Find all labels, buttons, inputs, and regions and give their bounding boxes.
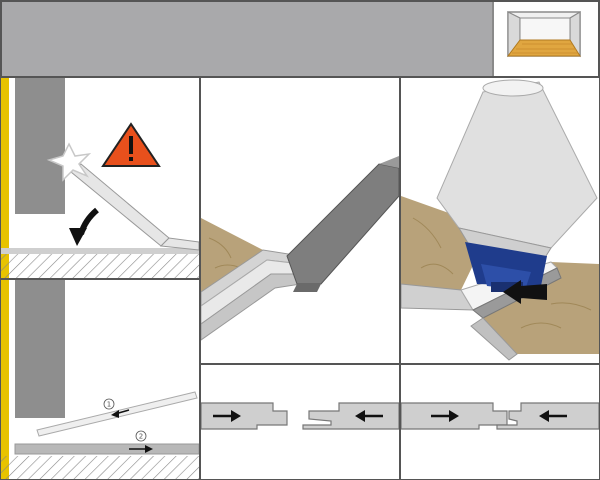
- arrow-left-icon: [111, 409, 130, 418]
- step-profile-push-right-panel: [401, 365, 599, 479]
- plank-profile-left: [201, 402, 288, 430]
- tool-head: [465, 242, 547, 292]
- floor-plank-flat: [14, 443, 199, 455]
- wood-plank-right: [483, 262, 599, 354]
- room-thumbnail: [492, 0, 600, 76]
- wood-plank-left: [401, 196, 491, 290]
- wall-edge-strip: [1, 280, 9, 479]
- floor-plank-angled: [286, 156, 399, 292]
- push-arrow-icon: [503, 280, 547, 304]
- subfloor-hatch: [1, 456, 199, 479]
- arrow-right-icon: [431, 410, 459, 422]
- floor-plank-angled: [70, 163, 199, 251]
- step-tap-insert-panel: [401, 78, 599, 363]
- step-profile-push-left-panel: [201, 365, 399, 479]
- plank-profile-right: [302, 402, 399, 430]
- wall: [15, 78, 65, 214]
- curved-arrow-icon: [69, 207, 99, 246]
- arrow-left-icon: [539, 410, 567, 422]
- step-angle-insert-panel: [201, 78, 399, 363]
- step-marker-2: 2: [135, 430, 147, 442]
- svg-text:2: 2: [139, 433, 143, 441]
- tapping-tool: [436, 79, 598, 292]
- step-remove-angle-panel: [1, 78, 199, 278]
- arrow-right-icon: [129, 445, 153, 453]
- header-bar: [0, 0, 492, 78]
- wall-edge-strip: [1, 78, 9, 278]
- warning-triangle-icon: [101, 122, 161, 167]
- step-marker-1: 1: [103, 398, 115, 410]
- wall: [15, 280, 65, 418]
- svg-text:1: 1: [107, 401, 111, 409]
- impact-star-icon: [46, 142, 92, 182]
- room-floor-icon: [507, 10, 581, 58]
- step-reposition-panel: 1 2: [1, 280, 199, 479]
- arrow-left-icon: [355, 410, 383, 422]
- subfloor-hatch: [1, 254, 199, 278]
- arrow-right-icon: [213, 410, 241, 422]
